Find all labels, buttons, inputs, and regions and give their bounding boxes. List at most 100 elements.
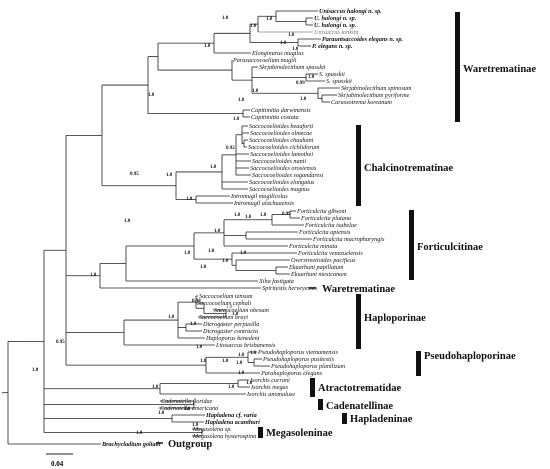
taxon-label: Forticulcita gibsoni — [296, 208, 347, 215]
support-value: 1.0 — [200, 265, 207, 270]
taxon-label: Skrjabinolecithum pyriforme — [338, 92, 410, 99]
clade-bar — [258, 427, 263, 438]
support-value: 1.0 — [232, 312, 239, 317]
support-value: 1.0 — [238, 353, 245, 358]
taxon-label: Overstreetioides pacificus — [291, 257, 356, 264]
taxon-label: Megasolena hysterospina — [192, 433, 256, 440]
taxon-label: Dicrogaster contracta — [202, 328, 258, 335]
taxon-label: Unisaccus halongi n. sp. — [319, 8, 382, 15]
support-value: 1.0 — [152, 385, 159, 390]
support-value: 0.95 — [130, 172, 139, 177]
support-value: 1.0 — [250, 24, 257, 29]
clade-bar — [310, 378, 315, 397]
clade-label: Haploporinae — [364, 313, 426, 324]
taxon-label: Saccocoelium tensum — [199, 293, 253, 300]
support-value: 1.0 — [308, 75, 315, 80]
taxon-label: Saccocoelioides magnus — [249, 186, 310, 193]
clade-label: Chalcinotrematinae — [364, 163, 453, 174]
support-value: 1.0 — [186, 197, 193, 202]
support-value: 1.0 — [245, 215, 252, 220]
taxon-label: S. spasskii — [326, 78, 352, 85]
taxon-label: Xiha fastigata — [258, 278, 294, 285]
taxon-label: Skrjabinolecithum spasskii — [259, 64, 326, 71]
clade-bar — [416, 351, 421, 376]
support-value: 1.0 — [238, 371, 245, 376]
taxon-label: Haploporus benedeni — [205, 335, 260, 342]
taxon-label: Carassotrema koreanum — [331, 99, 392, 106]
taxon-label: U. halongi n. sp. — [314, 15, 357, 22]
support-value: 1.0 — [196, 345, 203, 350]
taxon-label: U. halongi n. sp. — [314, 22, 357, 29]
taxon-labels: Unisaccus halongi n. sp.U. halongi n. sp… — [101, 8, 412, 448]
taxon-label: Saccocoelioides orosiensis — [250, 165, 317, 172]
taxon-label: Skrjabinolecithum spinosum — [341, 85, 412, 92]
clade-label: Forticulcitinae — [417, 242, 483, 253]
taxon-label: Parahaploporus elegans — [260, 370, 323, 377]
taxon-label: Brachycladium goliath — [101, 441, 161, 448]
taxon-label: Saccocoelioides sogandaresi — [252, 172, 324, 179]
taxon-label: Forticulcita minuta — [288, 243, 337, 250]
support-value: 1.0 — [300, 97, 307, 102]
taxon-label: Isorchis currani — [249, 377, 290, 384]
support-value: 1.0 — [222, 259, 229, 264]
support-value: 0.99 — [282, 212, 291, 217]
taxon-label: Pseudohaploporus vietnamensis — [257, 349, 339, 356]
taxon-label: Capitimitta costata — [251, 114, 299, 121]
clade-label: Cadenatellinae — [326, 401, 393, 412]
clade-bar — [318, 399, 323, 410]
taxon-label: Saccocoelium obesum — [214, 307, 269, 314]
support-value: 1.0 — [136, 431, 143, 436]
support-value: 1.0 — [124, 219, 131, 224]
support-value: 1.0 — [234, 213, 241, 218]
support-value: 1.0 — [32, 368, 39, 373]
support-value: 1.0 — [228, 385, 235, 390]
taxon-label: Unisaccus tonkini — [314, 29, 359, 36]
taxon-label: Isorchis anomaluse — [246, 391, 295, 398]
support-value: 1.0 — [236, 361, 243, 366]
clade-bar — [409, 210, 414, 280]
support-value: 1.0 — [166, 173, 173, 178]
clade-label: Pseudohaploporinae — [424, 351, 516, 362]
clade-label: Megasoleninae — [266, 428, 333, 439]
taxon-label: Isorchis megas — [250, 384, 289, 391]
support-value: 1.0 — [184, 407, 191, 412]
support-value: 1.0 — [250, 351, 257, 356]
clade-label: Waretrematinae — [463, 64, 536, 75]
taxon-label: Saccocoelioides beauforti — [249, 123, 313, 130]
taxon-label: S. spasskii — [319, 71, 345, 78]
support-value: 1.0 — [252, 89, 259, 94]
taxon-label: Saccocoelioides chauhani — [249, 137, 314, 144]
support-value: 1.0 — [240, 251, 247, 256]
taxon-label: Forticulcita venezuelensis — [297, 250, 363, 257]
taxon-label: Forticulcita macropharyngis — [312, 236, 385, 243]
support-value: 1.0 — [90, 273, 97, 278]
support-value: 1.0 — [222, 359, 229, 364]
taxon-label: Cadenatella floridae — [161, 398, 213, 405]
clade-label: Hapladeninae — [350, 414, 413, 425]
taxon-label: Saccocoelioides olmecae — [250, 130, 312, 137]
clade-bar — [342, 413, 347, 424]
support-values: 1.0 1.0 1.0 1.0 1.0 1.0 1.0 0.99 1.0 1.0 1.0 1.0 1.0… — [32, 16, 315, 436]
support-value: 1.0 — [184, 251, 191, 256]
clade-label: Atractotrematidae — [318, 383, 402, 394]
clade-label: Waretrematinae — [322, 284, 395, 295]
support-value: 1.0 — [280, 41, 287, 46]
taxon-label: Intromugil mugilicolus — [230, 193, 288, 200]
taxon-label: Ekuarhuni papillatum — [288, 264, 344, 271]
taxon-label: Saccocoelioides cichlidorum — [248, 144, 320, 151]
support-value: 1.0 — [200, 359, 207, 364]
support-value: 1.0 — [158, 411, 165, 416]
taxon-label: Forticulcita platana — [300, 215, 351, 222]
taxon-label: Saccocoelium cephali — [197, 300, 251, 307]
taxon-label: Litosaccus brisbanensis — [215, 342, 276, 349]
taxon-label: Forticulcita apiensis — [298, 229, 351, 236]
support-value: 0.92 — [226, 146, 235, 151]
clade-label: Outgroup — [168, 439, 212, 450]
support-value: 1.0 — [226, 305, 233, 310]
taxon-label: Parauntsaccoides elegans n. sp. — [322, 36, 403, 43]
support-value: 1.0 — [238, 98, 245, 103]
support-value: 1.0 — [233, 117, 240, 122]
support-value: 1.0 — [214, 229, 221, 234]
taxon-label: Ekuarhuni mexicanum — [290, 271, 347, 278]
